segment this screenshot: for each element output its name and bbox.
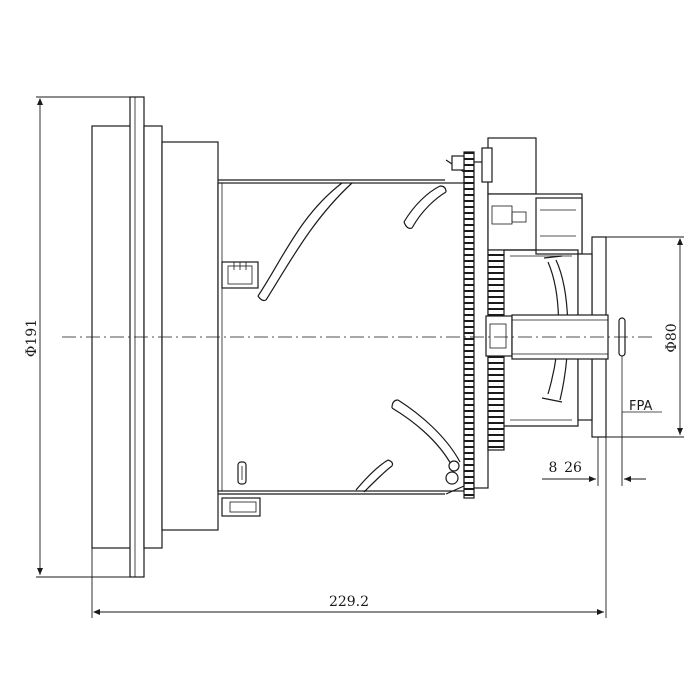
dimension-overall-diameter: Φ191 [24, 96, 130, 578]
dimension-overall-length-label: 229.2 [329, 594, 369, 610]
dimension-overall-length: 229.2 [91, 437, 607, 618]
drive-gear-stack [485, 249, 513, 451]
dimension-overall-diameter-label: Φ191 [24, 319, 40, 357]
barrel-connector-lower [221, 497, 261, 517]
focal-plane-label: FPA [629, 399, 652, 414]
barrel-connector-upper [221, 261, 259, 289]
dimension-flange-offset-a: 8 [549, 460, 558, 476]
dimension-flange-distance: 8 26 [542, 412, 646, 486]
cam-slot-lower-short [355, 459, 394, 493]
focus-gear-ring [445, 151, 489, 499]
sensor-window [618, 317, 662, 413]
cam-slot-upper-long [257, 182, 353, 302]
motor-housing [481, 137, 583, 255]
cam-slot-lower-long [391, 399, 461, 485]
dimension-rear-diameter: Φ80 [606, 236, 684, 438]
dimension-rear-diameter-label: Φ80 [664, 323, 680, 352]
cam-slot-upper-short [403, 185, 447, 229]
dimension-flange-offset-b: 26 [564, 460, 582, 476]
barrel-pin [237, 461, 247, 485]
